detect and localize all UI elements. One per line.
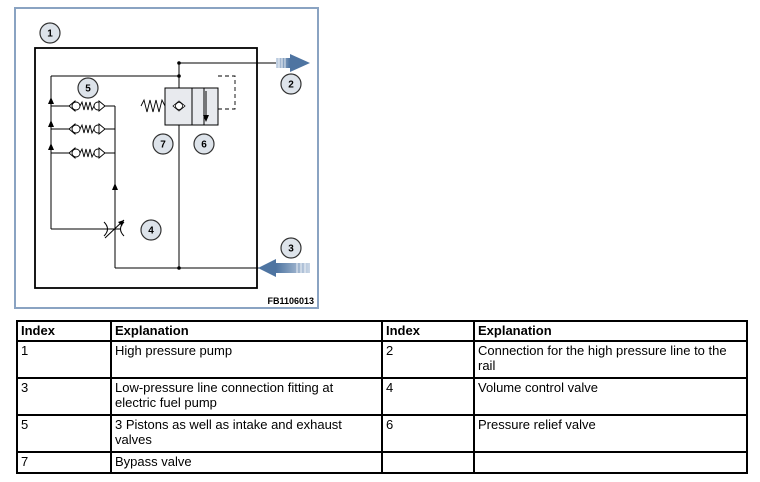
volume-control-valve-symbol (103, 219, 125, 239)
piston-row-2 (51, 123, 115, 135)
table-row: 3 Low-pressure line connection fitting a… (16, 377, 748, 416)
cell-index: 1 (16, 340, 112, 379)
inlet-arrow (258, 259, 310, 277)
table-row: 7 Bypass valve (16, 451, 748, 474)
cell-explanation: Low-pressure line connection fitting at … (110, 377, 383, 416)
svg-text:7: 7 (160, 140, 166, 151)
header-index: Index (381, 320, 475, 342)
piston-row-3 (51, 147, 115, 159)
figure-code: FB1106013 (267, 296, 314, 306)
cell-index: 2 (381, 340, 475, 379)
cell-explanation: High pressure pump (110, 340, 383, 379)
cell-index: 4 (381, 377, 475, 416)
callout-3: 3 (280, 237, 302, 259)
legend-table: Index Explanation Index Explanation 1 Hi… (16, 320, 748, 474)
piston-row-1 (51, 100, 115, 112)
pump-housing (34, 47, 258, 289)
callout-7: 7 (152, 133, 174, 155)
cell-index (381, 451, 475, 474)
svg-text:5: 5 (85, 84, 91, 95)
cell-index: 5 (16, 414, 112, 453)
outlet-arrow (276, 54, 310, 72)
cell-explanation: Connection for the high pressure line to… (473, 340, 748, 379)
svg-text:1: 1 (47, 29, 53, 40)
svg-text:4: 4 (148, 226, 154, 237)
cell-explanation: 3 Pistons as well as intake and exhaust … (110, 414, 383, 453)
table-row: 5 3 Pistons as well as intake and exhaus… (16, 414, 748, 453)
cell-index: 6 (381, 414, 475, 453)
cell-index: 7 (16, 451, 112, 474)
cell-explanation: Volume control valve (473, 377, 748, 416)
valve-block (140, 75, 236, 126)
callout-1: 1 (39, 22, 61, 44)
header-index: Index (16, 320, 112, 342)
figure-frame (14, 7, 319, 309)
table-row: 1 High pressure pump 2 Connection for th… (16, 340, 748, 379)
svg-text:2: 2 (288, 80, 294, 91)
cell-index: 3 (16, 377, 112, 416)
cell-explanation: Bypass valve (110, 451, 383, 474)
legend-header-row: Index Explanation Index Explanation (16, 320, 748, 342)
callout-4: 4 (140, 219, 162, 241)
callout-5: 5 (77, 77, 99, 99)
callout-2: 2 (280, 73, 302, 95)
callout-6: 6 (193, 133, 215, 155)
svg-text:3: 3 (288, 244, 294, 255)
svg-text:6: 6 (201, 140, 207, 151)
cell-explanation: Pressure relief valve (473, 414, 748, 453)
header-explanation: Explanation (110, 320, 383, 342)
cell-explanation (473, 451, 748, 474)
header-explanation: Explanation (473, 320, 748, 342)
hydraulic-diagram: 1 2 3 4 5 6 7 FB1106013 (14, 7, 319, 309)
